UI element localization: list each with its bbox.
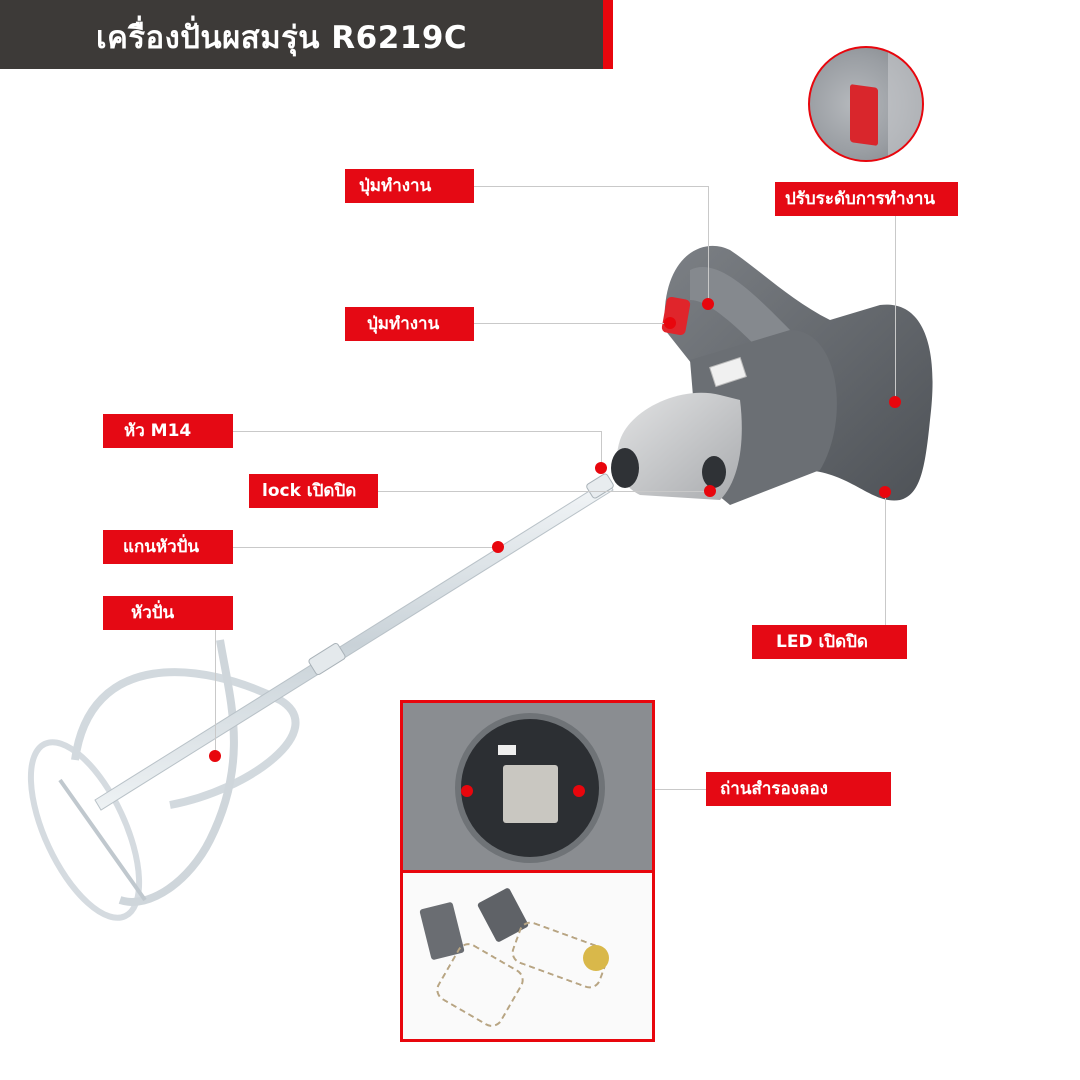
callout-dot-icon bbox=[209, 750, 221, 762]
carbon-brushes-image bbox=[403, 873, 652, 1039]
label-power-button: ปุ่มทำงาน bbox=[345, 307, 474, 341]
callout-dot-icon bbox=[461, 785, 473, 797]
callout-dot-icon bbox=[879, 486, 891, 498]
label-spare-brushes: ถ่านสำรองลอง bbox=[706, 772, 891, 806]
label-speed-adjust: ปรับระดับการทำงาน bbox=[775, 182, 958, 216]
label-mixing-paddle: หัวปั่น bbox=[103, 596, 233, 630]
callout-dot-icon bbox=[664, 317, 676, 329]
leader-line-led bbox=[885, 492, 886, 626]
header-banner: เครื่องปั่นผสมรุ่น R6219C bbox=[0, 0, 613, 69]
motor-brushes-inset bbox=[400, 700, 655, 1042]
callout-dot-icon bbox=[704, 485, 716, 497]
label-chuck-m14: หัว M14 bbox=[103, 414, 233, 448]
callout-dot-icon bbox=[492, 541, 504, 553]
leader-line-power bbox=[474, 323, 670, 324]
motor-brush-holder-closeup bbox=[403, 703, 652, 873]
mixing-paddle-graphic bbox=[27, 639, 300, 921]
mixing-shaft-graphic bbox=[94, 479, 614, 811]
label-lock-switch: lock เปิดปิด bbox=[249, 474, 378, 508]
leader-line-speed bbox=[895, 216, 896, 402]
leader-line-chuck-v bbox=[601, 431, 602, 468]
leader-line-paddle bbox=[215, 630, 216, 756]
leader-line-chuck bbox=[233, 431, 602, 432]
page-title: เครื่องปั่นผสมรุ่น R6219C bbox=[96, 20, 468, 56]
speed-dial-icon bbox=[850, 84, 878, 146]
callout-dot-icon bbox=[702, 298, 714, 310]
gear-head-graphic bbox=[616, 392, 742, 500]
callout-dot-icon bbox=[573, 785, 585, 797]
label-mixing-shaft: แกนหัวปั่น bbox=[103, 530, 233, 564]
callout-dot-icon bbox=[889, 396, 901, 408]
leader-line-lock bbox=[378, 491, 710, 492]
label-power-button-top: ปุ่มทำงาน bbox=[345, 169, 474, 203]
callout-dot-icon bbox=[595, 462, 607, 474]
leader-line-shaft bbox=[233, 547, 498, 548]
leader-line-power-top-v bbox=[708, 186, 709, 304]
leader-line-power-top bbox=[474, 186, 708, 187]
speed-dial-closeup-inset bbox=[808, 46, 924, 162]
label-led-switch: LED เปิดปิด bbox=[752, 625, 907, 659]
